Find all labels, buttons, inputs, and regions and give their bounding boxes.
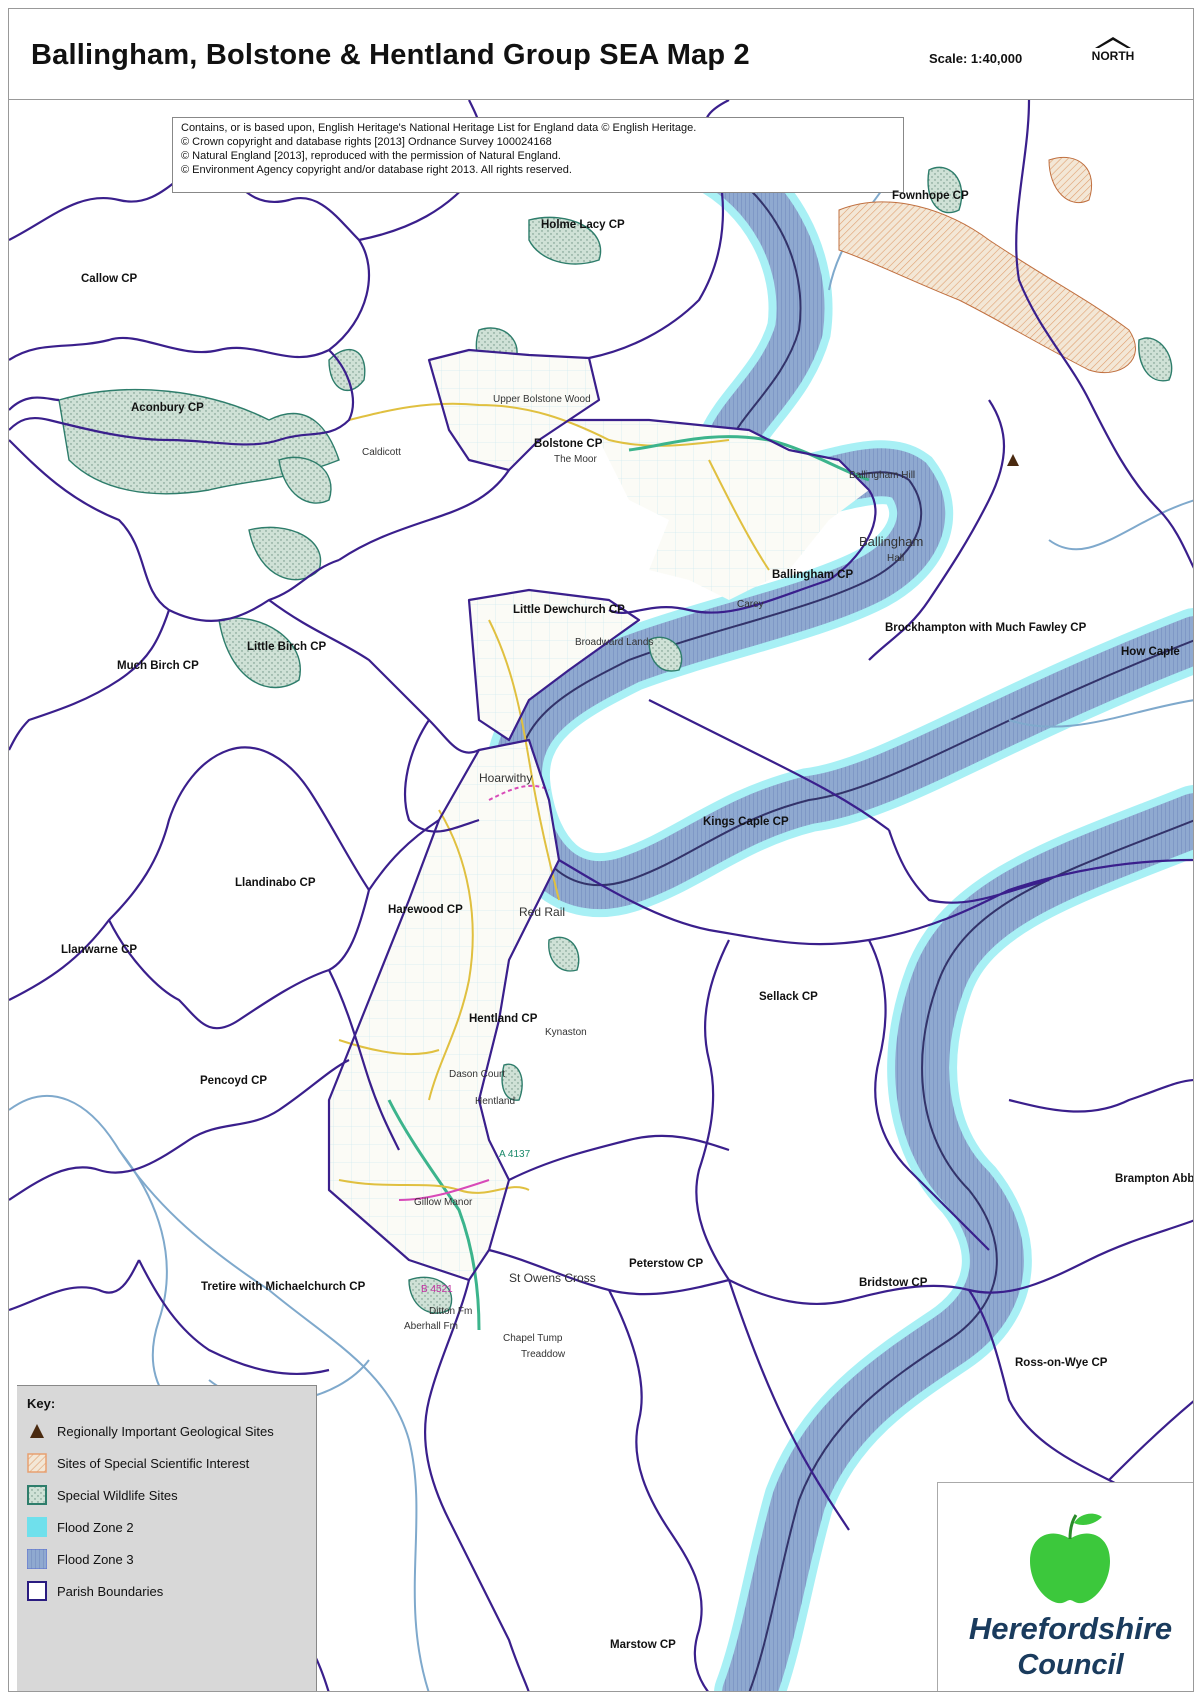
scale-label: Scale: 1:40,000	[929, 51, 1023, 66]
logo-text-line1: Herefordshire	[968, 1611, 1173, 1646]
parish-label: Aconbury CP	[131, 402, 204, 414]
place-label: Upper Bolstone Wood	[493, 394, 591, 405]
flood-zone-2	[485, 128, 1193, 1691]
stipple-swatch-icon	[27, 1485, 47, 1505]
place-label: Caldicott	[362, 447, 401, 458]
river-flood-zone-3	[493, 136, 1193, 1691]
os-detail-area	[329, 350, 869, 1280]
place-label: Gillow Manor	[414, 1197, 473, 1208]
title-bar: Ballingham, Bolstone & Hentland Group SE…	[9, 9, 1193, 100]
north-label: NORTH	[1091, 49, 1135, 63]
key-item-label: Flood Zone 3	[57, 1551, 134, 1567]
triangle-icon	[30, 1424, 44, 1438]
parish-label: Pencoyd CP	[200, 1075, 268, 1087]
parish-label: Brampton Abbotts	[1115, 1173, 1194, 1185]
key-item-label: Special Wildlife Sites	[57, 1487, 178, 1503]
map-title: Ballingham, Bolstone & Hentland Group SE…	[31, 39, 750, 71]
key-item-flood-2: Flood Zone 2	[27, 1514, 134, 1540]
road-label: B 4521	[421, 1284, 453, 1295]
place-label: Ballingham	[859, 534, 924, 549]
place-label: Hentland	[475, 1096, 516, 1107]
parish-label: Callow CP	[81, 273, 138, 285]
parish-label: Brockhampton with Much Fawley CP	[885, 622, 1087, 634]
key-item-label: Flood Zone 2	[57, 1519, 134, 1535]
apple-icon	[1030, 1513, 1110, 1604]
place-label: Broadward Lands	[575, 637, 654, 648]
parish-label: Little Birch CP	[247, 641, 327, 653]
key-item-sssi: Sites of Special Scientific Interest	[27, 1450, 249, 1476]
road-label: A 4137	[499, 1149, 531, 1160]
place-label: Hoarwithy	[479, 771, 533, 785]
north-arrow-inner	[1099, 40, 1127, 48]
place-label: Chapel Tump	[503, 1333, 563, 1344]
parish-label: Little Dewchurch CP	[513, 604, 625, 616]
parish-label: How Caple	[1121, 646, 1180, 658]
hatch-swatch-icon	[27, 1453, 47, 1473]
parish-label: Bridstow CP	[859, 1277, 928, 1289]
parish-label: Llandinabo CP	[235, 877, 316, 889]
council-logo: Herefordshire Council	[937, 1482, 1193, 1691]
logo-text-line2: Council	[1017, 1649, 1124, 1681]
geological-site-marker	[1007, 454, 1019, 466]
place-label: Ballingham Hill	[849, 470, 916, 481]
place-label: Carey	[737, 599, 764, 610]
parish-label: Ross-on-Wye CP	[1015, 1357, 1108, 1369]
parish-label: Holme Lacy CP	[541, 219, 625, 231]
key-item-label: Regionally Important Geological Sites	[57, 1423, 274, 1439]
outline-swatch-icon	[27, 1581, 47, 1601]
blue-hatch-swatch-icon	[27, 1549, 47, 1569]
cyan-swatch-icon	[27, 1517, 47, 1537]
parish-label: Bolstone CP	[534, 438, 603, 450]
key-item-label: Parish Boundaries	[57, 1583, 164, 1599]
parish-label: Much Birch CP	[117, 660, 199, 672]
copyright-line: © Natural England [2013], reproduced wit…	[181, 150, 561, 162]
place-label: The Moor	[554, 454, 597, 465]
place-label: Dason Court	[449, 1069, 506, 1080]
key-item-parish: Parish Boundaries	[27, 1578, 163, 1604]
place-label: Red Rail	[519, 905, 566, 919]
copyright-line: © Environment Agency copyright and/or da…	[181, 164, 572, 176]
place-label: Hall	[887, 553, 905, 564]
parish-label: Llanwarne CP	[61, 944, 138, 956]
parish-label: Ballingham CP	[772, 569, 854, 581]
key-item-geological: Regionally Important Geological Sites	[27, 1418, 274, 1444]
map-frame: Ballingham, Bolstone & Hentland Group SE…	[8, 8, 1194, 1692]
copyright-line: © Crown copyright and database rights [2…	[181, 136, 552, 148]
place-label: St Owens Cross	[509, 1271, 596, 1285]
key-item-wildlife: Special Wildlife Sites	[27, 1482, 178, 1508]
parish-label: Fownhope CP	[892, 190, 969, 202]
key-item-label: Sites of Special Scientific Interest	[57, 1455, 250, 1471]
key-title: Key:	[27, 1396, 56, 1411]
parish-label: Hentland CP	[469, 1013, 538, 1025]
parish-label: Tretire with Michaelchurch CP	[201, 1281, 366, 1293]
place-label: Ditton Fm	[429, 1306, 473, 1317]
copyright-line: Contains, or is based upon, English Heri…	[181, 122, 697, 134]
parish-boundaries	[9, 100, 1193, 1691]
parish-label: Sellack CP	[759, 991, 818, 1003]
copyright-notice: Contains, or is based upon, English Heri…	[172, 117, 904, 193]
parish-label: R	[1193, 1316, 1194, 1328]
place-label: Kynaston	[545, 1027, 587, 1038]
place-label: Treaddow	[521, 1349, 566, 1360]
place-label: Aberhall Fm	[404, 1321, 458, 1332]
sssi-sites	[838, 156, 1136, 374]
map-canvas	[9, 100, 1193, 1691]
parish-label: Harewood CP	[388, 904, 463, 916]
key-item-flood-3: Flood Zone 3	[27, 1546, 134, 1572]
parish-label: Kings Caple CP	[703, 816, 789, 828]
parish-label: Peterstow CP	[629, 1258, 704, 1270]
parish-label: Marstow CP	[610, 1639, 676, 1651]
map-key: Key: Regionally Important Geological Sit…	[17, 1385, 317, 1691]
